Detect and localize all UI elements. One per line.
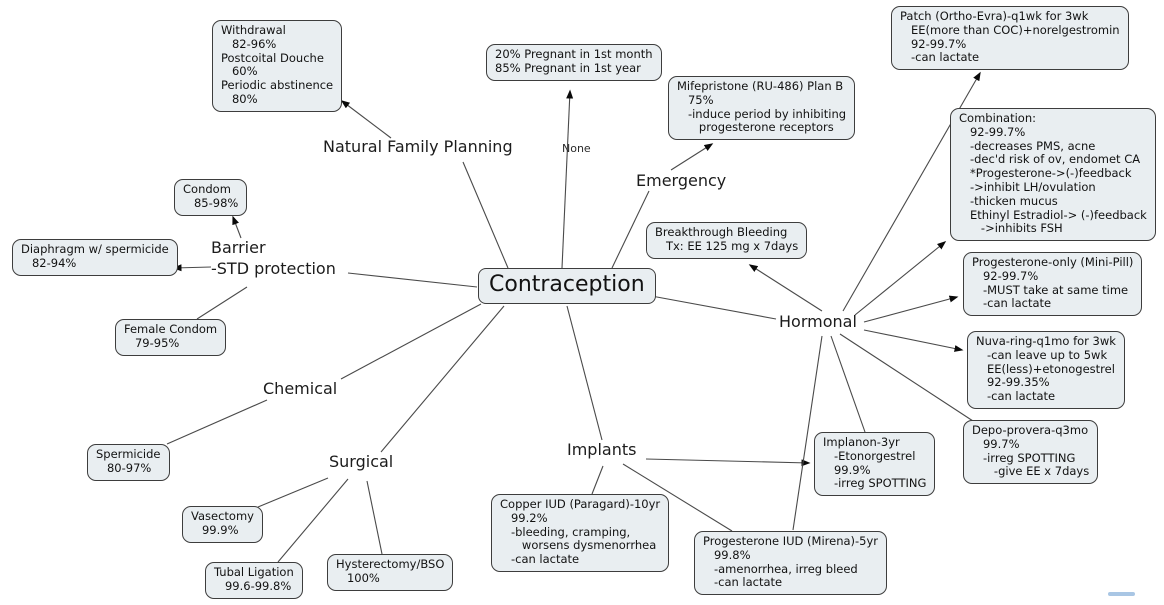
node-progesterone-only-mini-pill: Progesterone-only (Mini-Pill) 92-99.7% -… xyxy=(963,252,1143,317)
node-withdrawal-methods: Withdrawal 82-96% Postcoital Douche 60% … xyxy=(212,20,343,112)
edge-hormonal-nuvaring xyxy=(863,329,964,352)
edge-hormonal-breakthrough xyxy=(748,264,823,312)
node-nuva-ring: Nuva-ring-q1mo for 3wk -can leave up to … xyxy=(967,331,1125,409)
branch-label-natural-family-planning: Natural Family Planning xyxy=(323,137,513,156)
node-pregnancy-rates: 20% Pregnant in 1st month 85% Pregnant i… xyxy=(486,44,662,81)
node-combination-pill: Combination: 92-99.7% -decreases PMS, ac… xyxy=(950,108,1156,242)
edge-emergency-mifepristone xyxy=(670,143,714,171)
node-spermicide: Spermicide 80-97% xyxy=(87,444,170,481)
node-vasectomy: Vasectomy 99.9% xyxy=(182,506,263,543)
node-progesterone-iud-mirena: Progesterone IUD (Mirena)-5yr 99.8% -ame… xyxy=(694,531,888,596)
edge-barrier-condom xyxy=(232,215,242,239)
edge-nfp-withdrawal xyxy=(340,100,392,139)
edge-surgical-hysterectomy xyxy=(366,480,383,555)
node-condom: Condom 85-98% xyxy=(174,179,248,216)
edge-contraception-chemical xyxy=(340,303,482,380)
branch-label-hormonal: Hormonal xyxy=(779,312,857,331)
edge-contraception-hormonal xyxy=(645,294,777,320)
node-contraception: Contraception xyxy=(478,268,656,304)
edge-surgical-vasectomy xyxy=(257,477,329,508)
node-copper-iud-paragard: Copper IUD (Paragard)-10yr 99.2% -bleedi… xyxy=(491,494,670,572)
edge-hormonal-implanon xyxy=(830,335,866,433)
edge-contraception-surgical xyxy=(380,305,505,453)
edge-surgical-tubal xyxy=(277,478,349,563)
edge-hormonal-depo xyxy=(839,333,974,422)
node-depo-provera: Depo-provera-q3mo 99.7% -irreg SPOTTING … xyxy=(963,420,1099,485)
edge-hormonal-combination xyxy=(854,241,947,316)
edge-contraception-barrier xyxy=(347,272,478,288)
branch-label-none: None xyxy=(562,142,591,155)
branch-label-implants: Implants xyxy=(567,440,637,459)
edge-hormonal-prog-only xyxy=(863,295,959,323)
node-diaphragm: Diaphragm w/ spermicide 82-94% xyxy=(12,239,178,276)
edge-implants-mirena xyxy=(622,463,733,532)
edge-contraception-emergency xyxy=(611,190,650,269)
edge-contraception-nfp xyxy=(462,161,509,269)
edge-chemical-spermicide xyxy=(166,399,268,445)
branch-label-chemical: Chemical xyxy=(263,379,338,398)
scrollbar-thumb-fragment[interactable] xyxy=(1108,592,1135,596)
node-tubal-ligation: Tubal Ligation 99.6-99.8% xyxy=(205,562,303,599)
branch-label-emergency: Emergency xyxy=(636,171,727,190)
branch-label-surgical: Surgical xyxy=(329,452,394,471)
edge-barrier-diaphragm xyxy=(172,264,212,272)
node-hysterectomy-bso: Hysterectomy/BSO 100% xyxy=(327,554,454,591)
node-patch-ortho-evra: Patch (Ortho-Evra)-q1wk for 3wk EE(more … xyxy=(891,6,1129,71)
edge-barrier-female-condom xyxy=(196,286,248,320)
edge-implants-implanon xyxy=(645,458,811,467)
node-mifepristone: Mifepristone (RU-486) Plan B 75% -induce… xyxy=(668,76,856,141)
edge-contraception-pregnant xyxy=(561,89,574,269)
edge-implants-copper-iud xyxy=(591,465,604,495)
edge-hormonal-mirena xyxy=(792,335,823,531)
edge-contraception-implants xyxy=(566,305,603,441)
branch-label-barrier: Barrier -STD protection xyxy=(211,238,336,278)
node-female-condom: Female Condom 79-95% xyxy=(115,319,227,356)
node-breakthrough-bleeding: Breakthrough Bleeding Tx: EE 125 mg x 7d… xyxy=(646,222,808,259)
node-implanon: Implanon-3yr -Etonorgestrel 99.9% -irreg… xyxy=(814,432,936,497)
